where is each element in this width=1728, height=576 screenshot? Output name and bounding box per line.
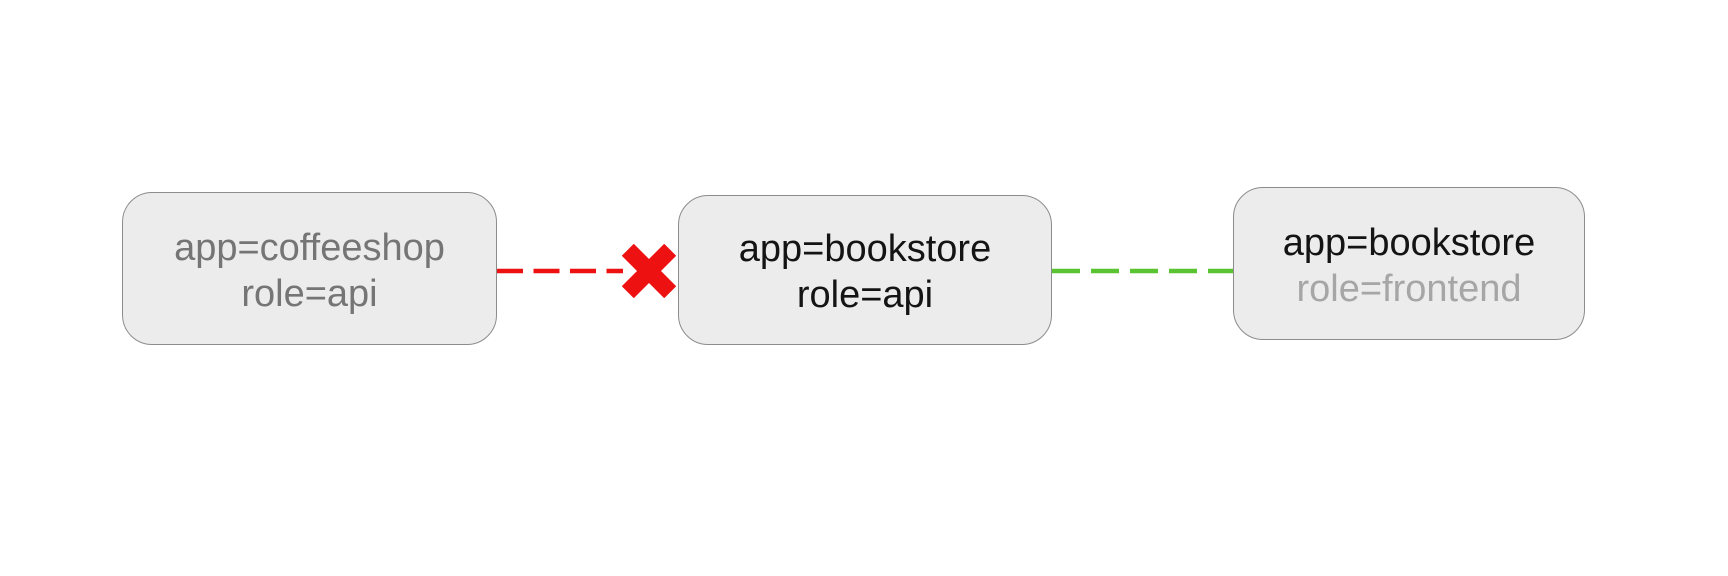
node-bookstore-api: app=bookstore role=api [678, 195, 1052, 345]
edge-blocked [497, 244, 677, 298]
node-label-app: app=bookstore [738, 228, 992, 270]
node-bookstore-frontend: app=bookstore role=frontend [1233, 187, 1585, 340]
node-label-role: role=frontend [1296, 267, 1522, 310]
node-coffeeshop-api: app=coffeeshop role=api [122, 192, 497, 345]
edge-allowed [1052, 268, 1233, 274]
node-label-app: app=bookstore [1282, 221, 1536, 264]
node-label-role: role=api [241, 272, 378, 315]
node-label-role: role=api [796, 274, 934, 316]
blocked-x-icon [621, 244, 677, 298]
node-label-app: app=coffeeshop [174, 226, 445, 269]
